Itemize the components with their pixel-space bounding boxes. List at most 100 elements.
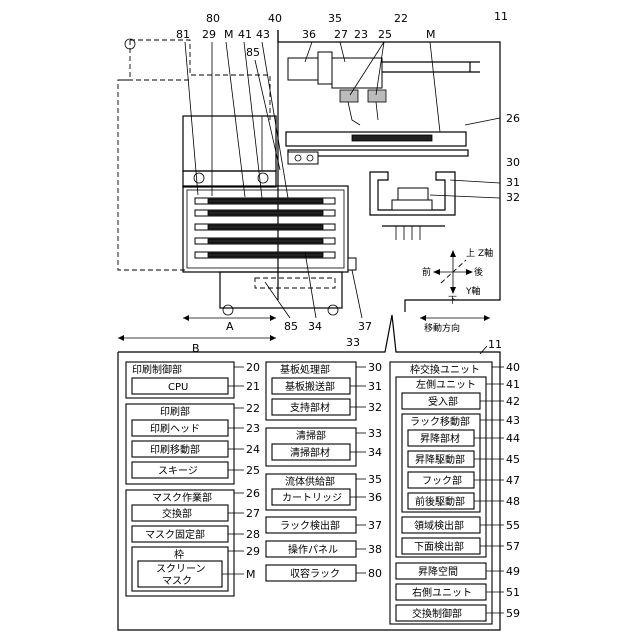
screen-label: スクリーン [156,563,206,575]
operation-panel-label: 操作パネル [288,543,338,556]
svg-text:31: 31 [368,380,382,393]
lift-space-label: 昇降空間 [418,565,458,578]
cpu-label: CPU [168,382,188,393]
svg-text:48: 48 [506,495,520,508]
svg-text:25: 25 [246,464,260,477]
hook-label: フック部 [422,474,462,487]
receiving-label: 受入部 [428,395,458,408]
svg-text:28: 28 [246,528,260,541]
svg-text:22: 22 [246,402,260,415]
machine-drawing [118,30,500,341]
squeegee-label: スキージ [158,466,198,477]
storage-rack-label: 収容ラック [290,567,340,580]
lift-member-label: 昇降部材 [420,432,460,445]
svg-text:29: 29 [246,545,260,558]
svg-text:32: 32 [368,401,382,414]
cleaning-unit-label: 清掃部 [296,429,326,442]
ref-35: 35 [328,12,342,25]
frame-label: 枠 [174,548,184,561]
mask-label: マスク [162,575,192,587]
substrate-proc-label: 基板処理部 [280,363,330,376]
svg-text:45: 45 [506,453,520,466]
ref-32: 32 [506,191,520,204]
svg-text:47: 47 [506,474,520,487]
svg-text:30: 30 [368,361,382,374]
rack-mover-label: ラック移動部 [410,415,470,428]
dimension-a: A [226,320,234,333]
axis-back-label: 後 [474,266,483,278]
svg-text:M: M [246,568,256,581]
ref-26: 26 [506,112,520,125]
svg-text:49: 49 [506,565,520,578]
bottom-detect-label: 下面検出部 [414,540,464,553]
frame-exchange-unit-label: 枠交換ユニット [410,363,480,376]
ref-29: 29 [202,28,216,41]
print-mover-label: 印刷移動部 [150,443,200,456]
dimension-b: B [192,342,200,355]
svg-text:27: 27 [246,507,260,520]
ref-40: 40 [268,12,282,25]
ref-81: 81 [176,28,190,41]
svg-text:38: 38 [368,543,382,556]
support-member-label: 支持部材 [290,401,330,414]
svg-text:59: 59 [506,607,520,620]
printing-control-label: 印刷制御部 [132,363,182,376]
svg-text:57: 57 [506,540,520,553]
svg-text:20: 20 [246,361,260,374]
rack-detect-label: ラック検出部 [280,519,340,532]
svg-text:34: 34 [368,446,382,459]
svg-text:35: 35 [368,473,382,486]
cleaning-member-label: 清掃部材 [290,446,330,459]
svg-text:41: 41 [506,378,520,391]
ref-43: 43 [256,28,270,41]
ref-41: 41 [238,28,252,41]
svg-text:21: 21 [246,380,260,393]
ref-30: 30 [506,156,520,169]
left-unit-label: 左側ユニット [416,378,476,391]
ref-23: 23 [354,28,368,41]
ref-85-bottom: 85 [284,320,298,333]
svg-text:24: 24 [246,443,260,456]
svg-text:80: 80 [368,567,382,580]
fluid-supply-label: 流体供給部 [285,475,335,488]
mask-fixing-label: マスク固定部 [145,528,205,541]
lift-drive-label: 昇降駆動部 [415,453,465,466]
svg-text:51: 51 [506,586,520,599]
ref-33: 33 [346,336,360,349]
ref-85-top: 85 [246,46,260,59]
svg-text:42: 42 [506,395,520,408]
mask-work-label: マスク作業部 [152,491,212,504]
front-back-drive-label: 前後駆動部 [415,495,465,508]
axis-down-label: 下 [448,296,457,306]
print-head-label: 印刷ヘッド [150,423,200,435]
ref-80: 80 [206,12,220,25]
substrate-conveyor-label: 基板搬送部 [285,380,335,393]
svg-text:36: 36 [368,491,382,504]
svg-text:33: 33 [368,427,382,440]
block-diagram: 11 印刷制御部 CPU 印刷部 印刷ヘッド 印刷移動部 スキージ マスク作業部… [118,315,520,630]
ref-m-1: M [224,28,234,41]
axis-front-label: 前 [422,266,431,278]
svg-text:40: 40 [506,361,520,374]
ref-27: 27 [334,28,348,41]
ref-m-2: M [426,28,436,41]
exchange-control-label: 交換制御部 [412,607,462,620]
ref-22: 22 [394,12,408,25]
ref-37: 37 [358,320,372,333]
ref-11-block: 11 [488,338,502,351]
move-direction-label: 移動方向 [424,322,460,334]
svg-text:44: 44 [506,432,520,445]
ref-36: 36 [302,28,316,41]
axis-y-label: Y軸 [465,285,481,297]
svg-text:23: 23 [246,422,260,435]
svg-text:26: 26 [246,487,260,500]
axis-up-label: 上 [466,248,475,259]
ref-25: 25 [378,28,392,41]
svg-text:43: 43 [506,414,520,427]
right-unit-label: 右側ユニット [412,586,472,599]
svg-text:55: 55 [506,519,520,532]
ref-34: 34 [308,320,322,333]
svg-text:37: 37 [368,519,382,532]
exchange-label: 交換部 [162,507,192,520]
